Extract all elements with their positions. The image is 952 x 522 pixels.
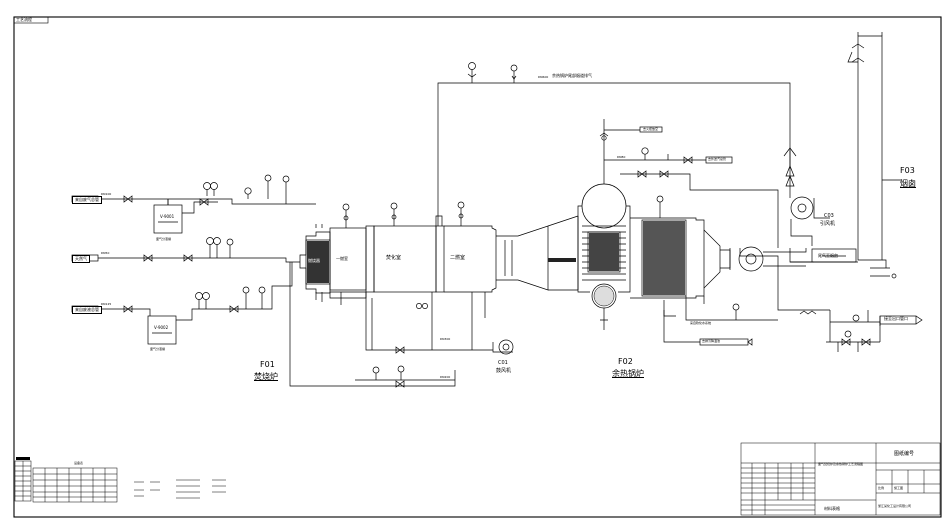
furnace-instruments bbox=[342, 201, 465, 228]
title-block-scale: 比例 bbox=[878, 486, 885, 490]
title-block-materials: 材料表格 bbox=[824, 506, 840, 511]
furnace-air-code-2: DN200 bbox=[440, 375, 451, 379]
top-tab bbox=[13, 16, 49, 24]
top-tab-label: 工艺流程 bbox=[16, 17, 32, 22]
boiler-to-sewer: 去排污降温池 bbox=[702, 339, 721, 343]
incinerator-name: 焚烧炉 bbox=[254, 372, 278, 381]
inlet-tag-2: 天然气 bbox=[72, 255, 90, 263]
title-block bbox=[740, 442, 941, 516]
boiler-to-vent: 去火炬放空 bbox=[643, 127, 659, 131]
combustion-air-lines bbox=[289, 262, 514, 388]
line-code-inlet3: DN125 bbox=[101, 302, 112, 306]
inlet-line-2 bbox=[71, 237, 300, 263]
incinerator-f01 bbox=[299, 224, 549, 302]
title-block-drawing-title: 图纸编号 bbox=[894, 451, 915, 457]
inlet-line-3 bbox=[71, 262, 293, 321]
boiler-softwater: 来自软化水系统 bbox=[690, 321, 712, 325]
inlet-tag-3: 来自废液总管 bbox=[72, 306, 102, 314]
inlet-tag-1: 来自废气总管 bbox=[72, 196, 102, 204]
fan-code: C03 bbox=[824, 213, 834, 219]
vessel-v9001-code: V-9001 bbox=[160, 214, 175, 219]
vessel-v9002-code: V-9002 bbox=[154, 325, 169, 330]
outlet-manifold bbox=[790, 309, 923, 352]
drawing-frame bbox=[13, 16, 942, 518]
top-flue-duct bbox=[437, 62, 791, 226]
legend-tables bbox=[14, 460, 226, 503]
chimney-code: F03 bbox=[900, 166, 915, 175]
vessel-v9002 bbox=[147, 315, 177, 345]
top-duct-code: DN600 bbox=[538, 75, 549, 79]
line-code-inlet2: DN50 bbox=[101, 251, 110, 255]
chimney-f03 bbox=[847, 32, 902, 279]
vessel-v9002-name: 废气分液罐 bbox=[150, 347, 166, 351]
fan-name: 引风机 bbox=[820, 221, 836, 227]
vessel-v9001 bbox=[153, 174, 290, 234]
induced-draft-fan-c03 bbox=[729, 147, 858, 272]
line-code-inlet1: DN100 bbox=[101, 192, 112, 196]
section-burner: 燃烧器 bbox=[308, 258, 320, 263]
boiler-to-steam: 去外送汽总管 bbox=[708, 157, 727, 161]
vessel-v9001-name: 废气分液罐 bbox=[156, 237, 172, 241]
title-block-company: 浙江某化工设计有限公司 bbox=[878, 504, 912, 508]
flue-tag: 尾气至烟囱 bbox=[818, 253, 838, 258]
title-block-drawing-name: 废气焚烧炉及余热锅炉工艺流程图 bbox=[818, 462, 864, 466]
section-secondary: 二燃室 bbox=[450, 255, 466, 261]
incinerator-code: F01 bbox=[260, 360, 275, 369]
legend-title: 设备表 bbox=[74, 461, 84, 465]
equipment-fills bbox=[16, 221, 685, 460]
section-incineration: 焚化室 bbox=[386, 255, 402, 261]
top-duct-label: 余热锅炉尾部烟道排气 bbox=[552, 73, 592, 78]
steam-line-code: DN80 bbox=[617, 155, 626, 159]
boiler-code: F02 bbox=[618, 357, 633, 366]
outlet-tag: 接至出口管口 bbox=[884, 316, 908, 321]
furnace-air-code-1: DN300 bbox=[440, 337, 451, 341]
boiler-name: 余热锅炉 bbox=[612, 369, 644, 378]
title-block-stage: 施工图 bbox=[894, 486, 904, 490]
section-primary: 一燃室 bbox=[336, 256, 348, 261]
chimney-name: 烟囱 bbox=[900, 179, 916, 188]
blower-name: 鼓风机 bbox=[496, 368, 512, 374]
blower-code: C01 bbox=[498, 360, 508, 366]
